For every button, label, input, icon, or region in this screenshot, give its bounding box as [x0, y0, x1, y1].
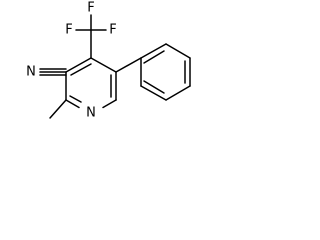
fluorine-right-label: F — [109, 23, 116, 38]
phenyl-ring — [115, 43, 191, 101]
trifluoromethyl-group — [75, 14, 107, 59]
bond-n1-c2 — [65, 99, 80, 109]
bond-ph-4-5 — [165, 85, 191, 101]
fluorine-top-label: F — [87, 1, 94, 16]
chemical-structure-diagram: F F F N N — [26, 1, 191, 121]
bond-ph-2-3 — [165, 43, 191, 59]
bond-c6-n1 — [102, 99, 117, 109]
bond-ph-5-6-double — [143, 80, 165, 94]
bond-n1-c2-double — [69, 95, 82, 103]
bond-c3-c4-double — [70, 63, 92, 76]
bond-c2-methyl — [49, 99, 67, 119]
fluorine-left-label: F — [65, 23, 72, 38]
bond-c4-c5 — [90, 57, 117, 73]
bond-c3-c4 — [65, 57, 92, 73]
bond-ph-1-2-double — [143, 50, 165, 64]
bond-ph-5-6 — [140, 85, 167, 101]
bond-ph-1-2 — [140, 43, 167, 59]
pyridine-ring — [65, 57, 117, 109]
nitrile-group — [39, 68, 67, 76]
nitrile-nitrogen-label: N — [26, 65, 36, 80]
bond-c5-phenyl — [115, 57, 142, 73]
pyridine-nitrogen-label: N — [86, 106, 96, 121]
